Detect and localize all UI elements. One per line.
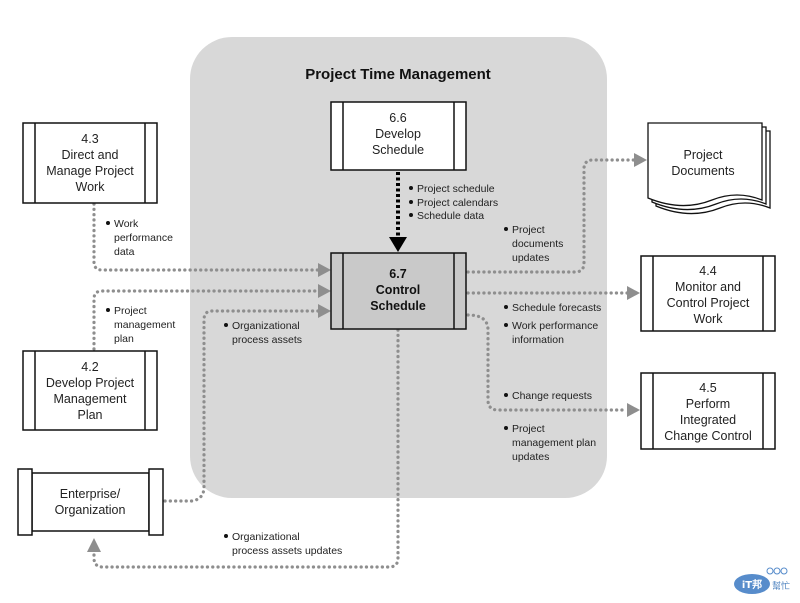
label-pm-plan-updates: Project management plan updates [504,423,596,463]
label-project-management-plan: Project management plan [106,305,175,345]
process-name-line: Develop Project [46,376,135,390]
svg-text:Project: Project [512,224,545,236]
process-name-line: Perform [686,397,730,411]
process-name-line: Monitor and [675,280,741,294]
svg-text:Work performance: Work performance [512,320,598,332]
process-box-direct-manage-work[interactable]: 4.3 Direct and Manage Project Work [22,122,158,204]
process-name-line: Develop [375,127,421,141]
svg-text:Organizational: Organizational [232,531,300,543]
people-icon [773,567,781,575]
process-number: 4.5 [699,381,716,395]
panel-title: Project Time Management [305,66,491,83]
process-number: 4.2 [81,360,98,374]
project-documents-box[interactable]: Project Documents [647,122,771,215]
process-name-line: Integrated [680,413,736,427]
svg-text:Work: Work [114,218,139,230]
svg-text:data: data [114,246,135,258]
documents-name-line: Documents [671,164,734,178]
arrow-head-icon [318,263,331,277]
svg-text:documents: documents [512,238,563,250]
arrow-head-icon [318,304,331,318]
label-change-requests: Change requests [504,390,592,402]
svg-text:Organizational: Organizational [232,320,300,332]
arrow-head-icon [318,284,331,298]
arrow-head-icon [627,403,640,417]
enterprise-organization-box[interactable]: Enterprise/ Organization [17,468,164,536]
document-icon [647,122,763,207]
process-number: 4.4 [699,264,716,278]
watermark-badge [734,574,770,594]
svg-text:Change requests: Change requests [512,390,592,402]
process-name-line: Schedule [370,299,426,313]
label-schedule-outputs: Project schedule Project calendars Sched… [409,183,498,222]
svg-text:process assets updates: process assets updates [232,545,342,557]
watermark-logo: iT邦 幫忙 [734,567,790,594]
svg-text:Project schedule: Project schedule [417,183,495,195]
process-box-develop-pm-plan[interactable]: 4.2 Develop Project Management Plan [22,350,158,431]
process-name-line: Work [76,180,106,194]
process-box-control-schedule[interactable]: 6.7 Control Schedule [330,252,467,330]
process-name-line: Work [694,312,724,326]
svg-text:Project: Project [114,305,147,317]
svg-text:management plan: management plan [512,437,596,449]
label-work-performance-information: Work performance information [504,320,598,346]
flow-work-performance-data [92,202,320,272]
arrow-head-icon [389,237,407,252]
documents-name-line: Project [684,148,723,162]
process-name-line: Direct and [62,148,119,162]
label-organizational-process-assets: Organizational process assets [224,320,302,346]
people-icon [780,567,788,575]
watermark-text-right: 幫忙 [772,580,790,592]
process-name-line: Control [376,283,420,297]
process-box-integrated-change-control[interactable]: 4.5 Perform Integrated Change Control [640,372,776,450]
enterprise-name-line: Organization [55,503,126,517]
svg-text:updates: updates [512,451,549,463]
svg-text:management: management [114,319,175,331]
svg-text:Schedule forecasts: Schedule forecasts [512,302,601,314]
process-number: 4.3 [81,132,98,146]
arrow-head-icon [627,286,640,300]
flow-project-management-plan [92,289,320,351]
svg-text:updates: updates [512,252,549,264]
enterprise-name-line: Enterprise/ [60,487,121,501]
process-box-monitor-control-work[interactable]: 4.4 Monitor and Control Project Work [640,255,776,332]
process-name-line: Management [54,392,127,406]
label-opa-updates: Organizational process assets updates [224,531,342,557]
label-work-performance-data: Work performance data [106,218,173,258]
svg-text:information: information [512,334,564,346]
process-name-line: Plan [77,408,102,422]
process-box-develop-schedule[interactable]: 6.6 Develop Schedule [330,101,467,171]
process-number: 6.6 [389,111,406,125]
people-icon [766,567,774,575]
svg-text:Project: Project [512,423,545,435]
process-name-line: Manage Project [46,164,134,178]
process-name-line: Change Control [664,429,752,443]
process-name-line: Control Project [667,296,750,310]
flow-project-documents-updates [466,158,636,274]
label-schedule-forecasts: Schedule forecasts [504,302,601,314]
svg-text:performance: performance [114,232,173,244]
flow-organizational-process-assets [163,309,320,503]
svg-text:process assets: process assets [232,334,302,346]
flow-change-requests [466,313,629,412]
process-name-line: Schedule [372,143,424,157]
arrow-head-icon [87,538,101,552]
label-project-documents-updates: Project documents updates [504,224,563,264]
arrow-head-icon [634,153,647,167]
svg-text:Schedule data: Schedule data [417,210,484,222]
svg-text:Project calendars: Project calendars [417,197,498,209]
watermark-text-left: iT邦 [742,578,762,591]
flow-opa-updates [92,328,400,569]
svg-text:plan: plan [114,333,134,345]
process-number: 6.7 [389,267,406,281]
